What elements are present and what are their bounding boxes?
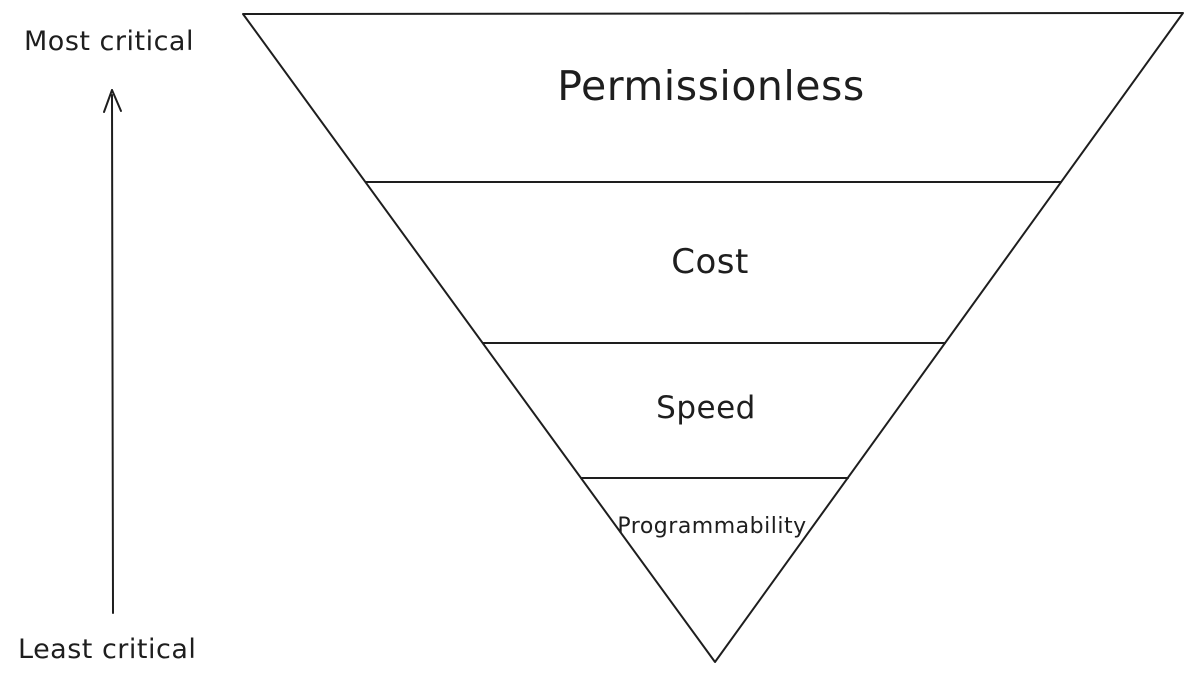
axis-label-most-critical: Most critical: [24, 26, 194, 57]
level-label-programmability: Programmability: [617, 514, 806, 539]
axis-label-least-critical: Least critical: [18, 634, 196, 665]
level-label-permissionless: Permissionless: [557, 62, 864, 110]
pyramid-outline: [242, 12, 1184, 663]
level-label-speed: Speed: [656, 390, 756, 426]
up-arrow-icon: [103, 89, 122, 614]
level-label-cost: Cost: [671, 242, 749, 282]
